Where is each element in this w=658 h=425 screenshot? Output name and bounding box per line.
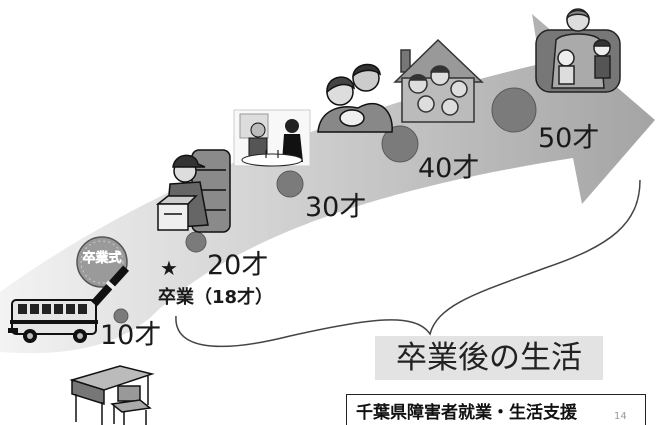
after-graduation-brace xyxy=(175,179,641,348)
graduation-age-label: 卒業（18才） xyxy=(158,287,274,308)
graduation-badge-text: 卒業式 xyxy=(82,250,121,266)
age-marker-40 xyxy=(381,125,419,163)
family-in-house-icon xyxy=(393,38,484,123)
footer-box: 千葉県障害者就業・生活支援 xyxy=(346,394,646,425)
school-bus-icon xyxy=(8,299,98,343)
growth-arrow xyxy=(0,14,655,354)
age-marker-10 xyxy=(113,308,129,324)
worker-with-box-icon xyxy=(155,149,231,233)
couple-dining-icon xyxy=(233,109,311,167)
grandparent-family-icon xyxy=(535,8,621,93)
age-label-20: 20才 xyxy=(207,250,269,281)
age-label-10: 10才 xyxy=(100,320,162,351)
age-marker-30 xyxy=(276,170,304,198)
star-icon: ★ xyxy=(160,256,178,280)
age-label-50: 50才 xyxy=(538,123,600,154)
age-label-40: 40才 xyxy=(418,153,480,184)
graduation-badge-icon: 卒業式 xyxy=(76,236,130,307)
age-label-30: 30才 xyxy=(305,192,367,223)
age-marker-20 xyxy=(185,231,207,253)
age-marker-50 xyxy=(491,87,537,133)
footer-organization: 千葉県障害者就業・生活支援 xyxy=(356,403,577,423)
page-number: 14 xyxy=(614,411,627,422)
after-graduation-label: 卒業後の生活 xyxy=(375,336,603,380)
couple-with-baby-icon xyxy=(317,63,393,133)
desk-chair-icon xyxy=(69,365,155,425)
